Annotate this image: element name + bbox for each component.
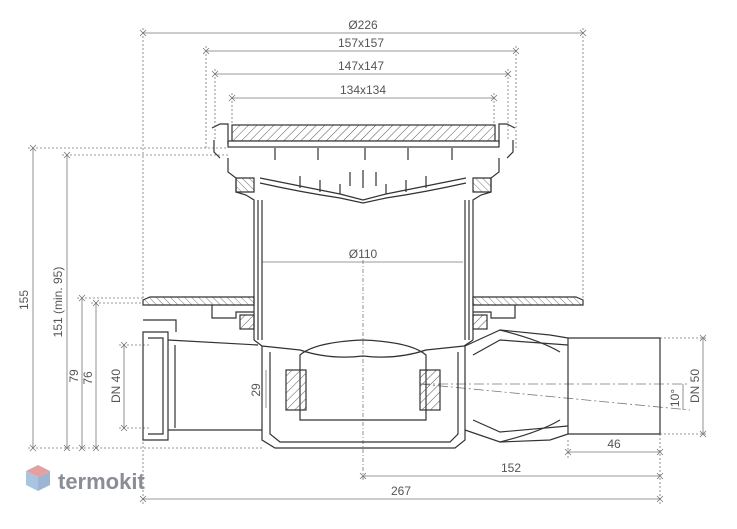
dim-152: 152 <box>501 461 521 475</box>
dim-147: 147x147 <box>338 59 384 73</box>
dim-29: 29 <box>249 383 263 397</box>
dim-dn40: DN 40 <box>109 369 123 403</box>
logo-text: termokit <box>58 469 145 494</box>
dim-151: 151 (min. 95) <box>51 267 65 338</box>
dimension-labels: Ø226 157x157 147x147 134x134 Ø110 155 15… <box>17 18 702 498</box>
grate <box>211 123 516 160</box>
inlet-dn40 <box>142 319 262 441</box>
dim-79: 79 <box>67 369 81 383</box>
dim-76: 76 <box>81 371 95 385</box>
termokit-logo: termokit <box>26 465 145 494</box>
dim-110: Ø110 <box>349 247 378 261</box>
outlet-dn50 <box>464 329 661 443</box>
dim-155: 155 <box>17 290 31 310</box>
dim-outer-diameter: Ø226 <box>348 18 378 32</box>
dim-134: 134x134 <box>340 83 386 97</box>
cube-icon <box>26 465 50 491</box>
dimension-lines <box>28 28 708 505</box>
dim-267: 267 <box>391 484 411 498</box>
dim-10-deg: 10° <box>668 389 682 407</box>
frame-funnel <box>227 158 500 340</box>
bottom-housing <box>253 339 474 449</box>
dim-dn50: DN 50 <box>688 369 702 403</box>
body-tube <box>257 200 470 340</box>
dim-46: 46 <box>607 437 621 451</box>
flanges <box>142 296 584 330</box>
dim-157: 157x157 <box>338 36 384 50</box>
dimension-ticks <box>29 29 707 503</box>
